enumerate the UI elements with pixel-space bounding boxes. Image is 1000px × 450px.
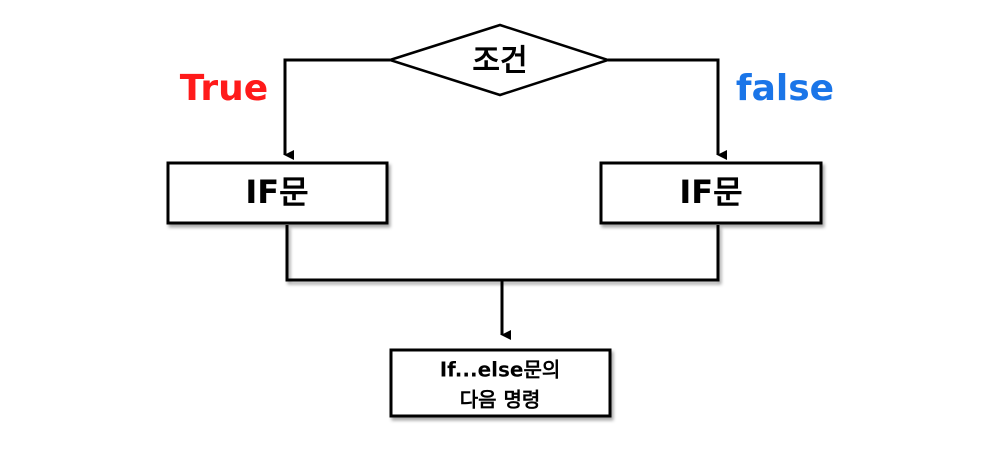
right-if-box [599,161,823,225]
true-label: True [180,68,268,109]
left-if-box [166,161,389,225]
condition-label: 조건 [472,44,527,79]
condition-node: 조건 [385,23,613,97]
right-if-label: IF문 [679,173,742,211]
condition-diamond [385,23,613,97]
false-branch-line [608,58,727,160]
right-if-node: IF문 [599,161,823,225]
next-command-label-line2: 다음 명령 [460,388,541,412]
false-label: false [736,68,834,109]
next-command-label-line1: If...else문의 [440,358,561,382]
connectors [283,58,727,340]
left-if-node: IF문 [166,161,389,225]
true-branch-line [283,58,390,160]
merge-line [285,225,720,282]
left-if-label: IF문 [245,173,308,211]
next-command-node: If...else문의 다음 명령 [389,348,612,418]
next-command-box [389,348,612,418]
